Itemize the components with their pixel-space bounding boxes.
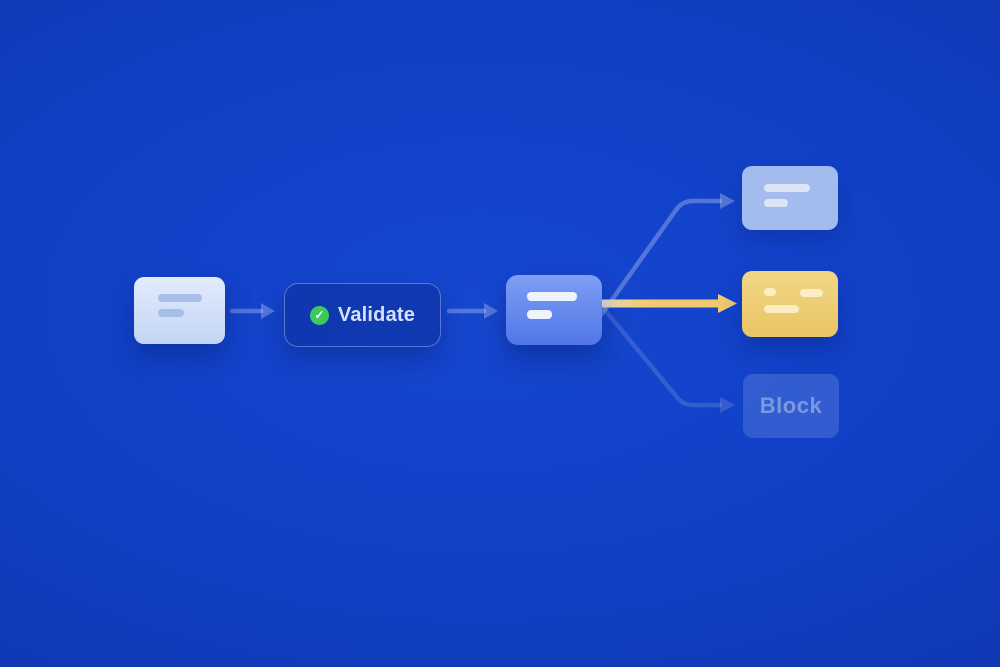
- router-node[interactable]: [506, 275, 602, 345]
- skeleton-bar: [800, 289, 823, 297]
- approve-node[interactable]: [742, 166, 838, 230]
- connector-validate-router: [446, 303, 498, 319]
- skeleton-bar: [158, 309, 184, 317]
- skeleton-bar: [764, 199, 788, 207]
- block-node[interactable]: Block: [743, 374, 839, 438]
- input-node[interactable]: [134, 277, 225, 344]
- skeleton-bar: [764, 184, 810, 192]
- validate-node-label: Validate: [337, 303, 416, 326]
- skeleton-bar: [527, 310, 552, 319]
- connector-router-flag: [602, 294, 737, 313]
- check-icon: ✓: [309, 305, 329, 325]
- connector-router-block: [596, 300, 735, 413]
- skeleton-bar: [527, 292, 577, 301]
- skeleton-bar: [158, 294, 202, 302]
- validate-node[interactable]: ✓ Validate: [284, 283, 441, 347]
- block-node-label: Block: [759, 393, 823, 418]
- connector-input-validate: [229, 303, 275, 319]
- flag-node[interactable]: [742, 271, 838, 337]
- skeleton-bar: [764, 305, 799, 313]
- connector-router-approve: [596, 193, 735, 321]
- skeleton-bar: [764, 288, 776, 296]
